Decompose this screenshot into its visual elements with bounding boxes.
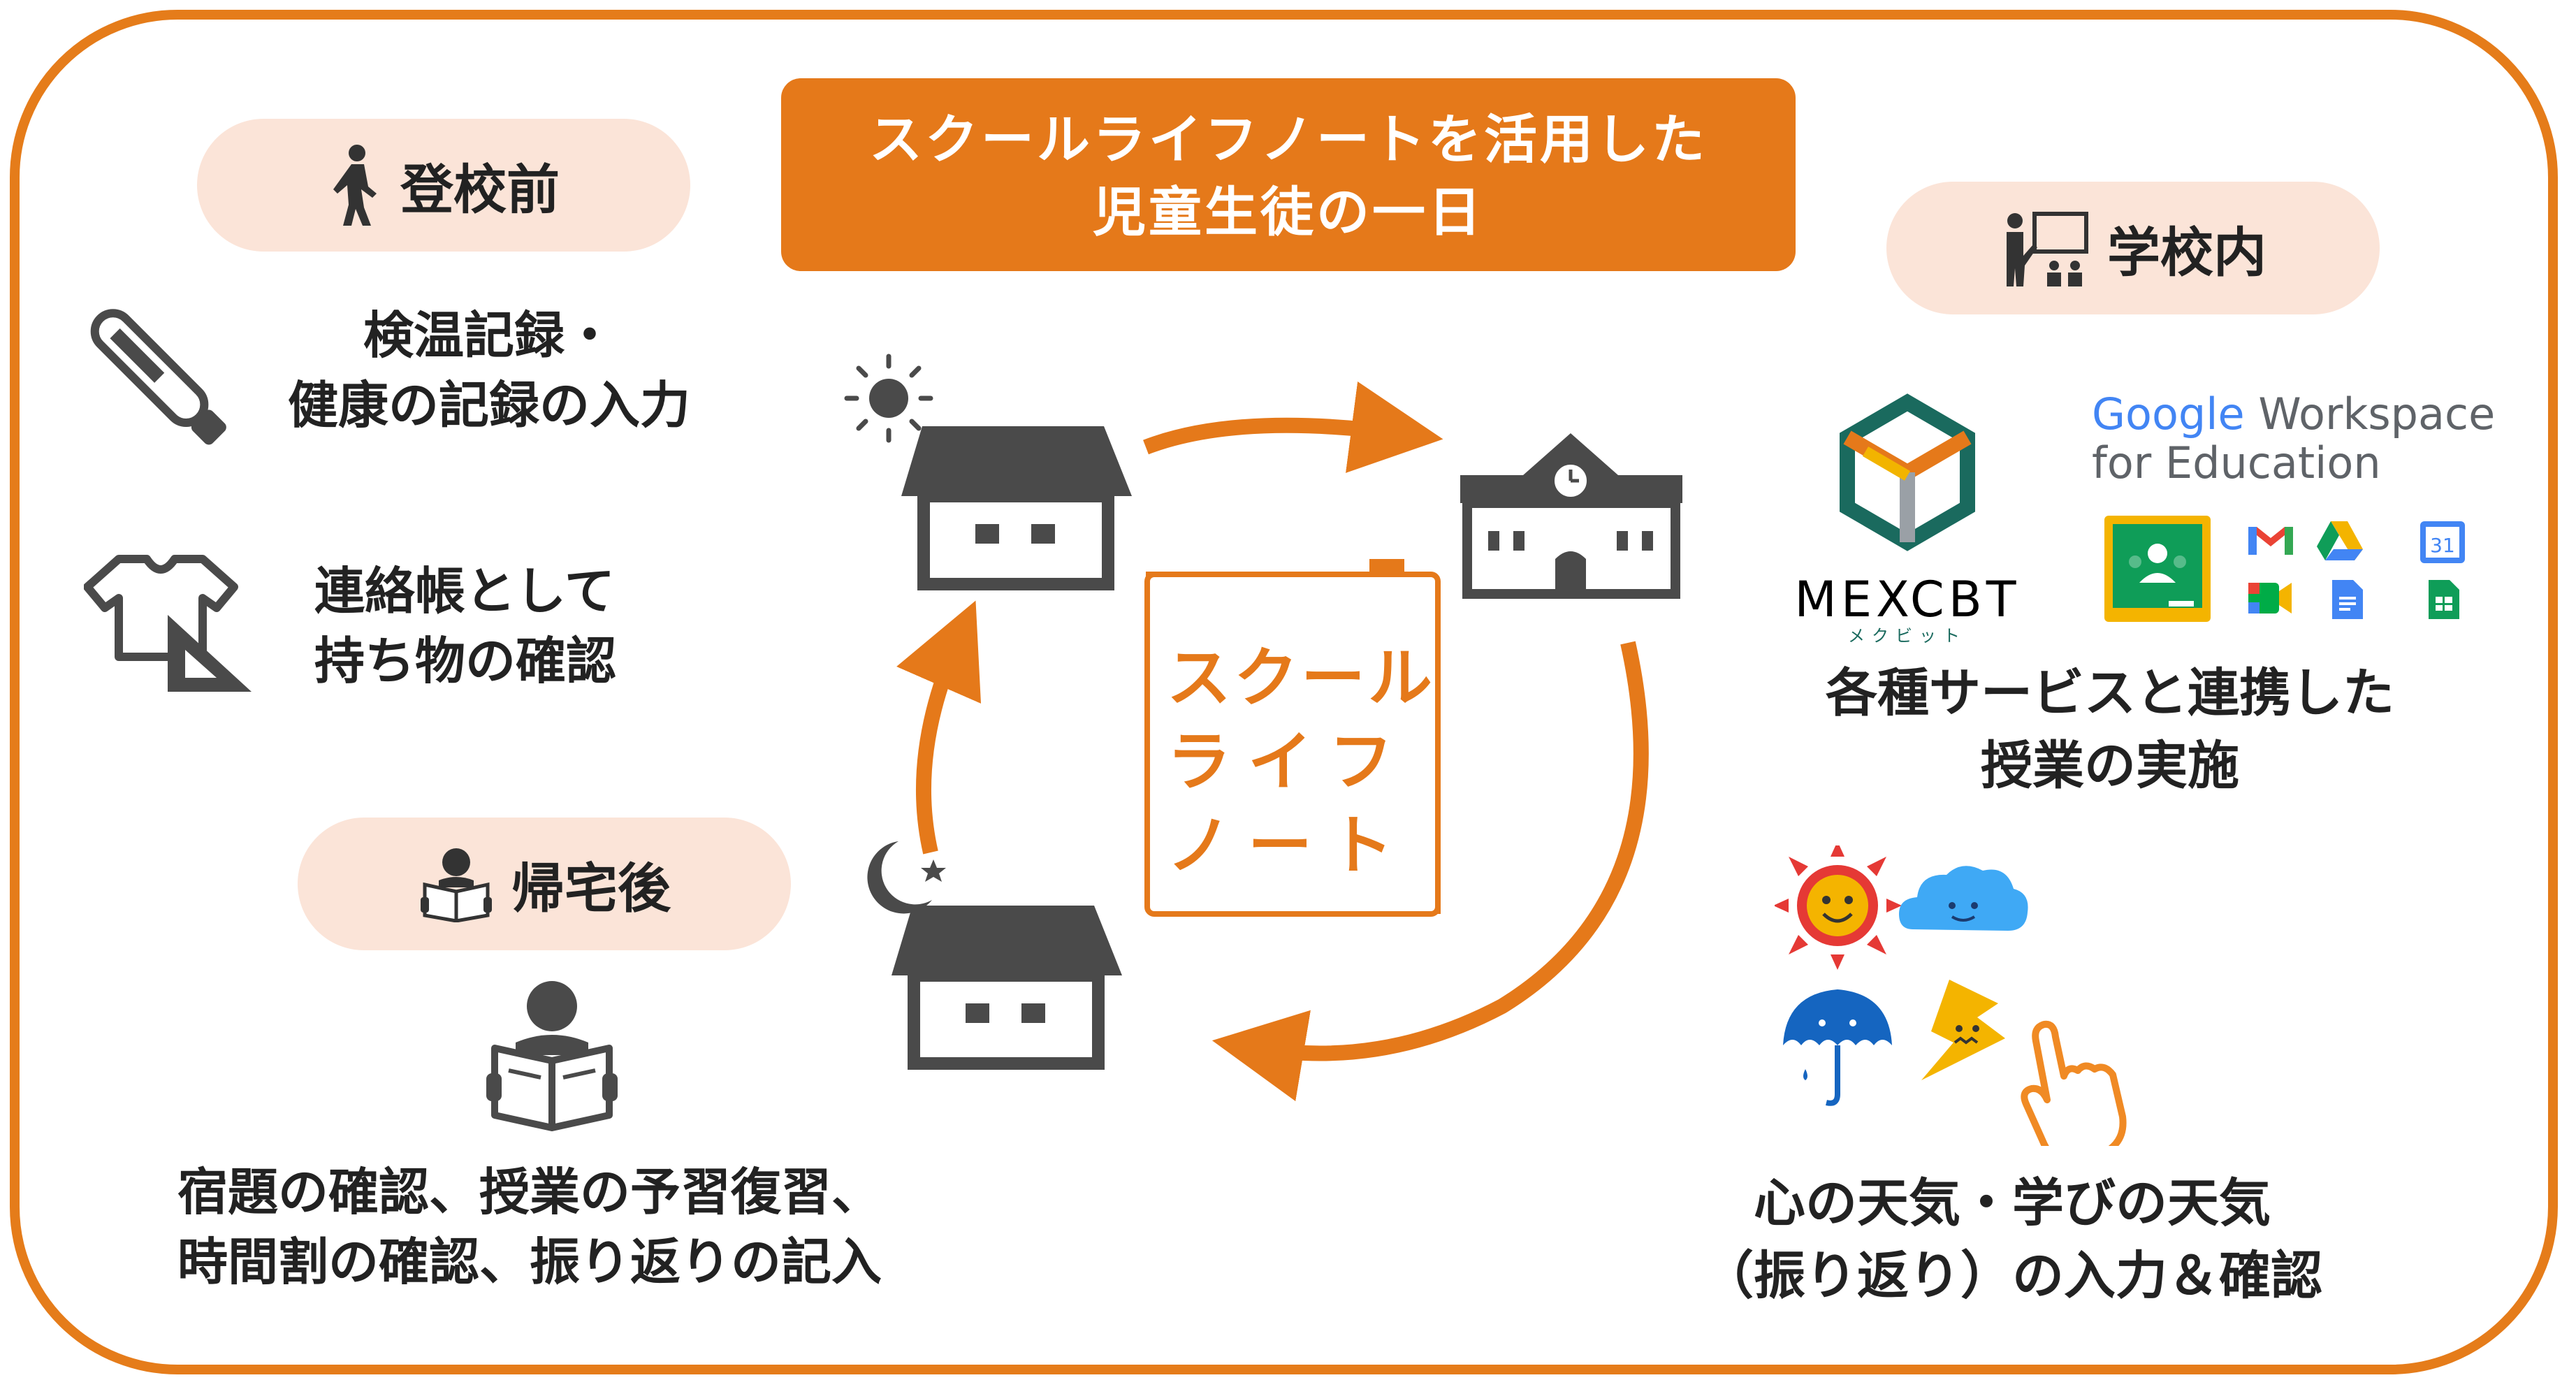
title-line2: 児童生徒の一日	[1093, 181, 1484, 243]
google-meet-icon	[2248, 583, 2292, 613]
google-workspace-logo: Google Workspace for Education	[2092, 390, 2495, 488]
mexcbt-kana: メクビット	[1848, 626, 1967, 646]
reading-person-small-icon	[421, 848, 492, 922]
cloudy-face-icon	[1899, 866, 2028, 931]
google-wordmark: Google	[2092, 388, 2245, 440]
school-life-note-icon: スクール ライフ ノート	[1144, 559, 1441, 917]
at-school-label: 学校内	[2107, 222, 2266, 284]
after-line2: 時間割の確認、振り返りの記入	[177, 1233, 882, 1291]
at-school-item2-text: 心の天気・学びの天気 （振り返り）の入力＆確認	[1621, 1167, 2403, 1312]
at-item2-line1: 心の天気・学びの天気	[1754, 1173, 2271, 1233]
at-item2-line2: （振り返り）の入力＆確認	[1702, 1246, 2322, 1306]
after-school-text: 宿題の確認、授業の予習復習、 時間割の確認、振り返りの記入	[177, 1157, 882, 1297]
title-line1: スクールライフノートを活用した	[869, 108, 1708, 170]
for-education-text: for Education	[2092, 437, 2381, 488]
notebook-line1: スクール	[1167, 641, 1435, 716]
shirt-ruler-icon	[84, 555, 252, 692]
google-sheets-icon	[2429, 580, 2459, 619]
weather-icons	[1775, 845, 2127, 1146]
after-school-pill: 帰宅後	[298, 818, 791, 950]
before-item2-text: 連絡帳として 持ち物の確認	[314, 556, 616, 696]
rainy-umbrella-icon	[1783, 989, 1892, 1106]
after-school-label: 帰宅後	[511, 857, 671, 920]
pointing-hand-icon	[2021, 1020, 2127, 1146]
title-banner: スクールライフノートを活用した 児童生徒の一日	[781, 78, 1796, 271]
at-school-pill: 学校内	[1886, 182, 2380, 314]
google-drive-icon	[2317, 521, 2363, 560]
mexcbt-name: MEXCBT	[1796, 571, 2021, 628]
daily-cycle: スクール ライフ ノート	[844, 354, 1682, 1101]
at-item1-line1: 各種サービスと連携した	[1826, 663, 2394, 723]
at-school-item1-text: 各種サービスと連携した 授業の実施	[1768, 657, 2452, 802]
sunny-face-icon	[1775, 845, 1902, 970]
after-line1: 宿題の確認、授業の予習復習、	[177, 1163, 882, 1221]
before-item1-line1: 検温記録・	[363, 306, 615, 365]
before-item1-line2: 健康の記録の入力	[287, 376, 690, 435]
google-app-icons: 31	[2104, 516, 2465, 622]
reading-person-icon	[486, 981, 618, 1131]
google-docs-icon	[2332, 580, 2363, 619]
gmail-icon	[2248, 527, 2293, 555]
sun-icon	[844, 354, 933, 443]
mexcbt-logo: MEXCBT メクビット	[1796, 393, 2021, 646]
at-item1-line2: 授業の実施	[1981, 736, 2239, 796]
notebook-line3: ノート	[1167, 808, 1410, 883]
teacher-board-icon	[2007, 212, 2088, 286]
moon-icon	[867, 841, 946, 914]
before-school-pill: 登校前	[197, 119, 690, 252]
google-calendar-icon: 31	[2420, 521, 2465, 563]
notebook-line2: ライフ	[1167, 725, 1410, 799]
arrow-home-to-school	[1143, 382, 1443, 473]
arrow-school-to-home	[1211, 641, 1649, 1101]
before-item2-line2: 持ち物の確認	[314, 632, 617, 690]
before-school-label: 登校前	[400, 159, 560, 221]
walking-person-icon	[333, 145, 377, 226]
house-evening-icon	[892, 906, 1122, 1070]
thunder-face-icon	[1921, 980, 2005, 1080]
workspace-wordmark: Workspace	[2258, 388, 2496, 440]
school-building-icon	[1460, 433, 1682, 599]
house-morning-icon	[901, 426, 1132, 590]
arrow-evening-to-morning	[896, 600, 982, 855]
before-item2-line1: 連絡帳として	[314, 562, 615, 620]
before-item1-text: 検温記録・ 健康の記録の入力	[252, 300, 727, 440]
google-classroom-icon	[2104, 516, 2211, 622]
thermometer-icon	[90, 309, 226, 445]
svg-text:31: 31	[2430, 534, 2455, 557]
